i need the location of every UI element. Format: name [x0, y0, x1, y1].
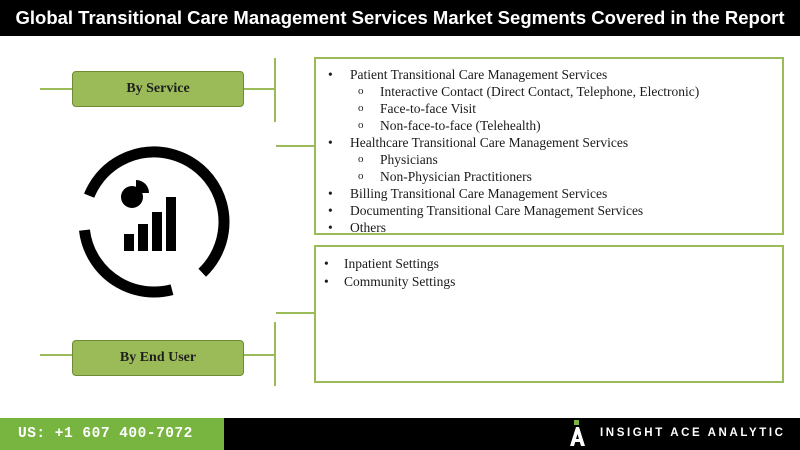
end-user-segment-box: • Inpatient Settings • Community Setting…: [314, 245, 784, 383]
list-item-label: Patient Transitional Care Management Ser…: [350, 67, 608, 82]
sub-item-label: Non-Physician Practitioners: [380, 169, 532, 184]
list-item: • Community Settings: [324, 274, 456, 289]
connector-line: [274, 322, 276, 386]
connector-line: [276, 145, 314, 147]
segment-label-by-service: By Service: [72, 71, 244, 107]
footer-bar: [224, 418, 800, 450]
list-item-label: Billing Transitional Care Management Ser…: [350, 186, 608, 201]
service-segment-box: • Patient Transitional Care Management S…: [314, 57, 784, 235]
sub-list-item: o Non-Physician Practitioners: [358, 169, 532, 184]
page-title: Global Transitional Care Management Serv…: [0, 0, 800, 36]
sub-item-label: Non-face-to-face (Telehealth): [380, 118, 541, 133]
list-item-label: Inpatient Settings: [344, 256, 439, 271]
list-item: • Documenting Transitional Care Manageme…: [328, 203, 644, 218]
sub-list-item: o Physicians: [358, 152, 438, 167]
list-item: • Billing Transitional Care Management S…: [328, 186, 608, 201]
connector-line: [276, 312, 314, 314]
sub-item-label: Physicians: [380, 152, 438, 167]
list-item: • Healthcare Transitional Care Managemen…: [328, 135, 629, 150]
list-item-label: Healthcare Transitional Care Management …: [350, 135, 629, 150]
segment-label-by-end-user: By End User: [72, 340, 244, 376]
analytics-chart-icon: [78, 146, 230, 298]
list-item: • Patient Transitional Care Management S…: [328, 67, 608, 82]
brand-name: INSIGHT ACE ANALYTIC: [600, 427, 786, 439]
sub-list-item: o Face-to-face Visit: [358, 101, 477, 116]
list-item-label: Community Settings: [344, 274, 456, 289]
contact-phone: US: +1 607 400-7072: [0, 418, 224, 450]
brand-logo-icon: [570, 420, 585, 446]
list-item-label: Others: [350, 220, 386, 235]
sub-list-item: o Interactive Contact (Direct Contact, T…: [358, 84, 700, 99]
sub-list-item: o Non-face-to-face (Telehealth): [358, 118, 541, 133]
list-item-label: Documenting Transitional Care Management…: [350, 203, 644, 218]
list-item: • Inpatient Settings: [324, 256, 439, 271]
list-item: • Others: [328, 220, 386, 235]
sub-item-label: Interactive Contact (Direct Contact, Tel…: [380, 84, 700, 99]
sub-item-label: Face-to-face Visit: [380, 101, 477, 116]
connector-line: [274, 58, 276, 122]
